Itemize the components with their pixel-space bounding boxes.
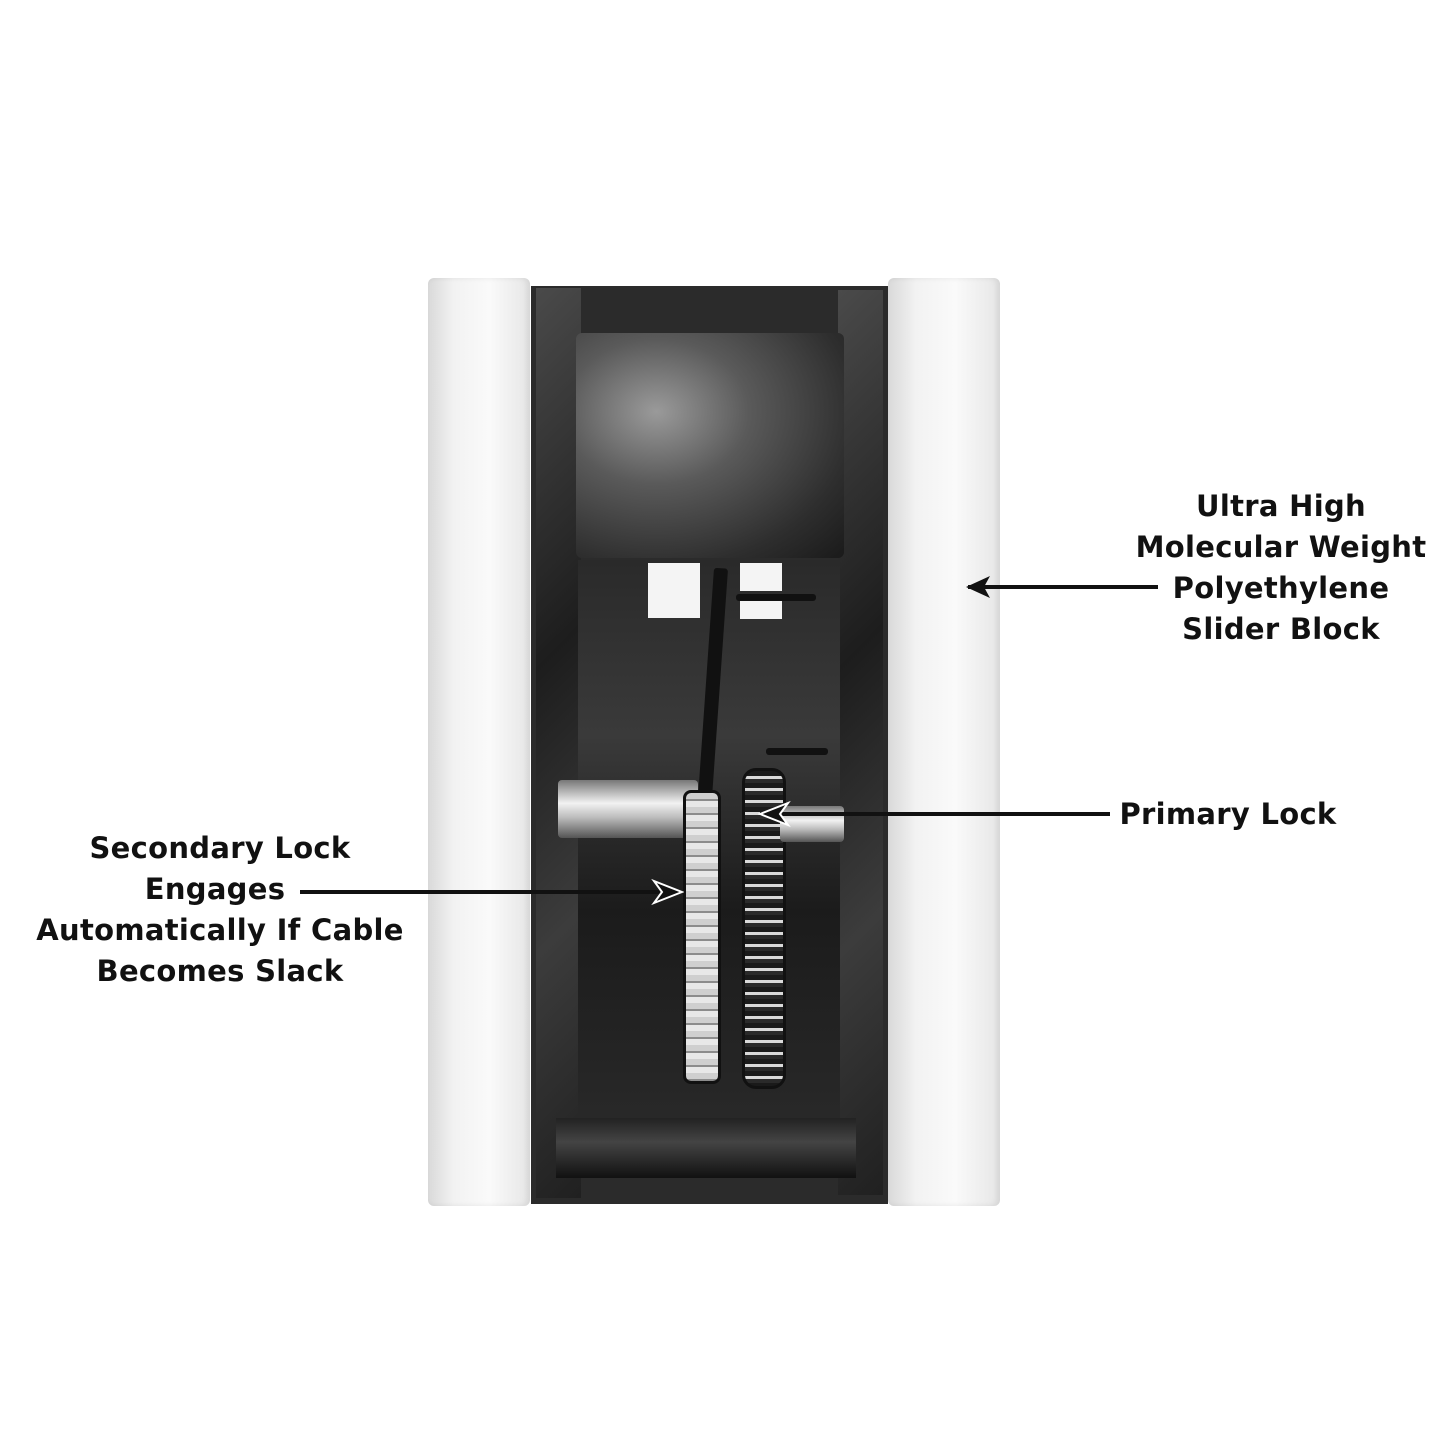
secondary-lock-line-2: Engages bbox=[144, 872, 286, 906]
primary-lock-arrow-icon bbox=[758, 800, 1110, 828]
secondary-lock-disc bbox=[683, 790, 721, 1084]
slider-block-label: Ultra High Molecular Weight Polyethylene… bbox=[1130, 486, 1432, 650]
carriage-photo bbox=[428, 278, 1003, 1208]
rod-lower bbox=[766, 748, 828, 755]
primary-lock-label: Primary Lock bbox=[1108, 794, 1348, 835]
opening-2 bbox=[740, 563, 782, 591]
right-side-plate bbox=[838, 290, 883, 1195]
slider-block-arrow-icon bbox=[966, 576, 1158, 598]
right-slider-block bbox=[888, 278, 1000, 1206]
top-crossmember bbox=[576, 333, 844, 558]
secondary-lock-line-1: Secondary Lock bbox=[89, 831, 351, 865]
slider-block-line-2: Molecular Weight bbox=[1135, 530, 1427, 564]
rod-upper bbox=[736, 594, 816, 601]
opening-1 bbox=[648, 563, 700, 618]
slider-block-line-4: Slider Block bbox=[1182, 612, 1380, 646]
secondary-lock-line-3: Automatically If Cable bbox=[36, 913, 404, 947]
secondary-lock-label: Secondary Lock Engages Automatically If … bbox=[30, 828, 410, 992]
left-side-plate bbox=[536, 288, 581, 1198]
opening-3 bbox=[740, 601, 782, 619]
bottom-plate bbox=[556, 1118, 856, 1178]
slider-block-line-1: Ultra High bbox=[1196, 489, 1366, 523]
slider-block-line-3: Polyethylene bbox=[1172, 571, 1390, 605]
secondary-lock-arrow-icon bbox=[300, 878, 684, 906]
shaft-cylinder bbox=[558, 780, 698, 838]
secondary-lock-line-4: Becomes Slack bbox=[96, 954, 344, 988]
primary-lock-line-1: Primary Lock bbox=[1119, 797, 1337, 831]
left-slider-block bbox=[428, 278, 530, 1206]
